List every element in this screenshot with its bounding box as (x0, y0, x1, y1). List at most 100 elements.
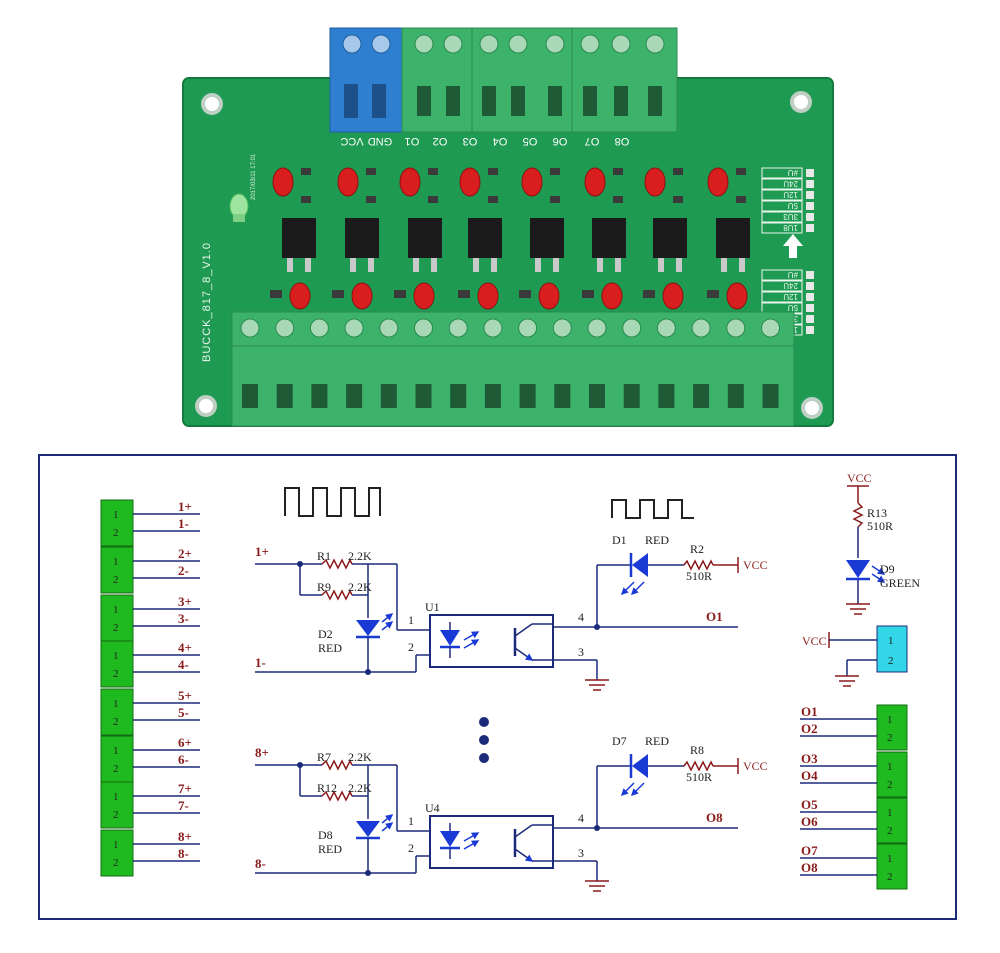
optocoupler-chip (282, 218, 316, 258)
input-led-label: D2 (318, 627, 333, 641)
bottom-wire-slot (311, 384, 328, 408)
red-led (413, 282, 435, 310)
bottom-screw (414, 318, 433, 338)
bottom-wire-slot (519, 384, 536, 408)
input-plus-label: 1+ (178, 499, 192, 514)
connector-pin: 1 (113, 509, 119, 521)
input-minus-label: 4- (178, 657, 189, 672)
top-screw (508, 34, 528, 54)
input-connector (100, 735, 134, 783)
power-resistor-label: R13 (867, 506, 887, 520)
red-led (662, 282, 684, 310)
schematic-frame (38, 454, 957, 920)
top-screw (611, 34, 631, 54)
red-led (601, 282, 623, 310)
connector-pin: 1 (113, 791, 119, 803)
smd-resistor (673, 196, 683, 203)
bottom-wire-slot (276, 384, 293, 408)
power-connector-pin-1: 1 (888, 635, 894, 647)
jumper-pad (806, 271, 814, 279)
jumper-pad (806, 315, 814, 323)
channel-output-label: O1 (706, 609, 723, 624)
optocoupler-chip (345, 218, 379, 258)
resistor-a-label: R1 (317, 549, 331, 563)
terminal-label: O4 (493, 135, 508, 147)
connector-pin: 2 (113, 668, 119, 680)
red-led (459, 167, 481, 197)
channel-in-plus: 1+ (255, 544, 269, 559)
red-led (538, 282, 560, 310)
input-led-color: RED (318, 842, 342, 856)
resistor-b-label: R9 (317, 580, 331, 594)
jumper-pad (806, 224, 814, 232)
bottom-wire-slot (484, 384, 501, 408)
input-led-label: D8 (318, 828, 333, 842)
terminal-label: O8 (615, 135, 630, 147)
smd-resistor (550, 168, 560, 175)
output-label: O8 (801, 860, 818, 875)
optocoupler-chip (592, 218, 626, 258)
connector-pin: 1 (113, 604, 119, 616)
opto-pin-3: 3 (578, 846, 584, 860)
channel-in-plus: 8+ (255, 745, 269, 760)
connector-pin: 1 (113, 556, 119, 568)
output-led-label: D7 (612, 734, 627, 748)
chip-pin (535, 258, 541, 272)
connector-pin: 1 (887, 807, 893, 819)
voltage-label: 12U (783, 292, 798, 301)
bottom-screw (622, 318, 642, 338)
terminal-label: O2 (433, 135, 448, 147)
power-connector-pin-2: 2 (888, 655, 894, 667)
power-led-label: D9 (880, 562, 895, 576)
power-connector: 1 2 VCC (802, 625, 908, 687)
bottom-wire-slot (242, 384, 258, 408)
bottom-screw (587, 318, 607, 338)
connector-pin: 1 (887, 714, 893, 726)
connector-pin: 2 (113, 622, 119, 634)
top-wire-slot (511, 86, 525, 116)
output-vcc-label: VCC (743, 759, 768, 773)
bottom-screw (761, 318, 780, 338)
voltage-label: 1U8 (783, 223, 798, 232)
optocoupler-chip (468, 218, 502, 258)
top-screw (645, 34, 665, 54)
optocoupler-chip (408, 218, 442, 258)
bottom-wire-slot (762, 384, 779, 408)
input-plus-label: 8+ (178, 829, 192, 844)
voltage-label: #U (788, 270, 798, 279)
jumper-pad (806, 282, 814, 290)
output-connector (876, 704, 908, 751)
chip-pin (658, 258, 664, 272)
top-wire-slot (548, 86, 562, 116)
smd-resistor (488, 168, 498, 175)
pcb-date-code: 2017/03/11 17:01 (251, 153, 257, 200)
bottom-screw (726, 318, 746, 338)
input-plus-label: 7+ (178, 781, 192, 796)
connector-pin: 1 (887, 853, 893, 865)
resistor-b-value: 2.2K (348, 781, 372, 795)
input-connector (100, 640, 134, 688)
power-led-green (229, 193, 249, 222)
voltage-label: #U (788, 168, 798, 177)
top-screw (545, 34, 565, 54)
jumper-pad (806, 191, 814, 199)
connector-pin: 2 (113, 527, 119, 539)
terminal-label: GND (368, 135, 393, 147)
opto-pin-1: 1 (408, 814, 414, 828)
top-screw (414, 34, 434, 54)
voltage-label: 5U (788, 201, 798, 210)
voltage-label: 3U3 (783, 212, 798, 221)
channel-in-minus: 8- (255, 856, 266, 871)
top-wire-slot (583, 86, 597, 116)
input-connector (100, 499, 134, 547)
output-vcc-label: VCC (743, 558, 768, 572)
power-vcc-label: VCC (847, 471, 872, 485)
bottom-screw (240, 318, 260, 338)
smd-resistor (736, 196, 746, 203)
bottom-screw (309, 318, 329, 338)
red-led (289, 282, 311, 310)
